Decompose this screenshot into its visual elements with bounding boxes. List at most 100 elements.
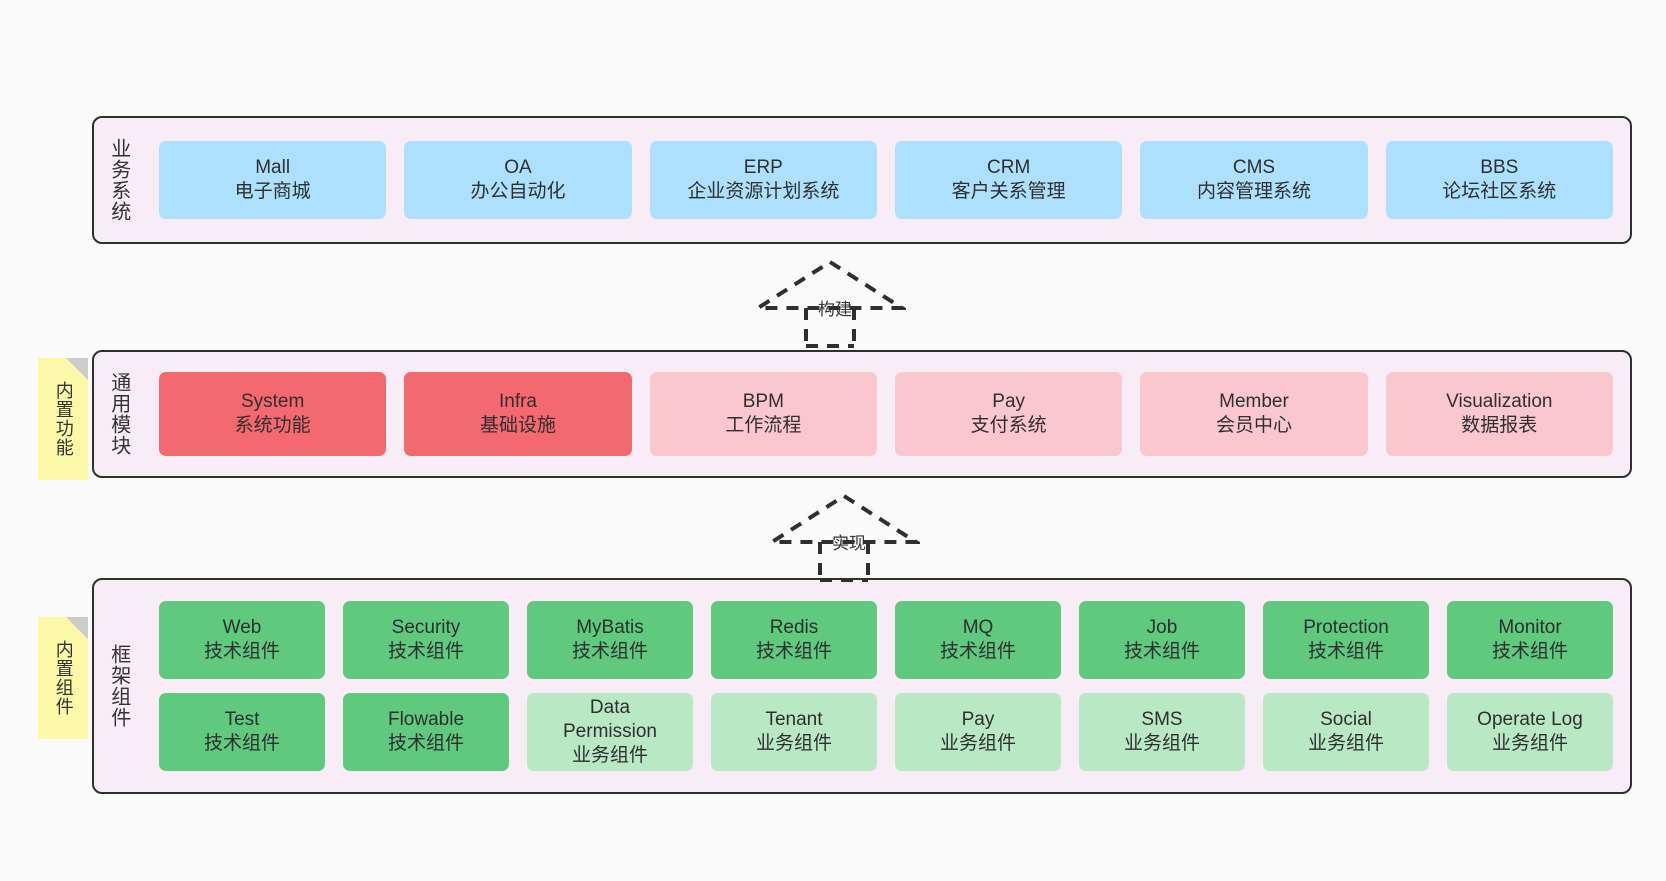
layer-title-common-modules: 通用模块 [107,372,130,456]
card-title: OA [504,156,532,178]
card-tenant[interactable]: Tenant 业务组件 [711,693,877,771]
card-subtitle: 业务组件 [571,745,648,767]
card-title: Redis [769,616,819,638]
card-subtitle: 技术组件 [1491,641,1568,662]
layer-title-business: 业务系统 [107,138,130,222]
card-mq[interactable]: MQ 技术组件 [895,601,1061,679]
layer-framework-components: 框架组件 Web 技术组件 Security 技术组件 MyBatis 技术组件… [92,578,1632,794]
card-subtitle: 技术组件 [571,641,648,662]
card-mall[interactable]: Mall 电子商城 [159,141,387,219]
connector-build-label: 构建 [818,300,852,319]
card-subtitle: 系统功能 [234,415,311,436]
framework-row-business: Test 技术组件 Flowable 技术组件 Data Permission … [150,693,1622,771]
card-security[interactable]: Security 技术组件 [343,601,509,679]
card-subtitle: 技术组件 [387,733,464,754]
card-title: Monitor [1498,616,1562,638]
card-title: Data Permission [563,696,657,742]
card-title: CRM [987,156,1031,178]
card-web[interactable]: Web 技术组件 [159,601,325,679]
card-visualization[interactable]: Visualization 数据报表 [1385,372,1613,456]
card-subtitle: 客户关系管理 [951,181,1066,202]
layer-body-business: Mall 电子商城 OA 办公自动化 ERP 企业资源计划系统 CRM 客户关系… [142,118,1630,242]
card-data-permission[interactable]: Data Permission 业务组件 [527,693,693,771]
card-subtitle: 电子商城 [234,181,311,202]
card-title: SMS [1141,708,1183,730]
implement-arrow-icon [765,493,923,582]
connector-implement: 实现 [765,490,923,582]
sticky-note-builtin-functions: 内置功能 [38,358,88,480]
layer-title-framework-components: 框架组件 [107,644,130,728]
card-job[interactable]: Job 技术组件 [1079,601,1245,679]
card-title: Social [1320,708,1372,730]
card-flowable[interactable]: Flowable 技术组件 [343,693,509,771]
card-subtitle: 技术组件 [755,641,832,662]
card-cms[interactable]: CMS 内容管理系统 [1140,141,1368,219]
build-arrow-icon [751,259,909,348]
card-protection[interactable]: Protection 技术组件 [1263,601,1429,679]
card-title: BPM [742,390,784,412]
card-title: Web [222,616,262,638]
connector-implement-label: 实现 [832,534,866,553]
card-subtitle: 会员中心 [1215,415,1292,436]
card-subtitle: 技术组件 [1307,641,1384,662]
card-subtitle: 技术组件 [939,641,1016,662]
card-title: CMS [1232,156,1276,178]
card-subtitle: 技术组件 [1123,641,1200,662]
layer-body-common-modules: System 系统功能 Infra 基础设施 BPM 工作流程 Pay 支付系统… [142,352,1630,476]
connector-build: 构建 [751,256,909,348]
card-crm[interactable]: CRM 客户关系管理 [894,141,1123,219]
card-title: Pay [992,390,1026,412]
card-subtitle: 支付系统 [970,415,1047,436]
card-subtitle: 办公自动化 [470,181,566,202]
card-title: Operate Log [1477,708,1583,730]
card-erp[interactable]: ERP 企业资源计划系统 [649,141,877,219]
card-subtitle: 基础设施 [479,415,556,436]
framework-row-tech: Web 技术组件 Security 技术组件 MyBatis 技术组件 Redi… [150,601,1622,679]
card-title: Flowable [387,708,465,730]
card-title: Tenant [765,708,823,730]
card-title: Member [1219,390,1289,412]
card-title: MQ [962,616,994,638]
card-title: Job [1146,616,1178,638]
card-title: Infra [498,390,537,412]
card-subtitle: 数据报表 [1461,415,1538,436]
card-redis[interactable]: Redis 技术组件 [711,601,877,679]
card-bbs[interactable]: BBS 论坛社区系统 [1385,141,1613,219]
card-subtitle: 企业资源计划系统 [687,181,840,202]
card-operate-log[interactable]: Operate Log 业务组件 [1447,693,1613,771]
card-subtitle: 论坛社区系统 [1442,181,1557,202]
card-title: MyBatis [576,616,644,638]
card-title: Protection [1303,616,1389,638]
card-oa[interactable]: OA 办公自动化 [404,141,632,219]
card-title: Mall [255,156,291,178]
card-pay-module[interactable]: Pay 支付系统 [894,372,1123,456]
card-title: ERP [743,156,783,178]
card-sms[interactable]: SMS 业务组件 [1079,693,1245,771]
layer-body-framework-components: Web 技术组件 Security 技术组件 MyBatis 技术组件 Redi… [142,580,1630,792]
card-bpm[interactable]: BPM 工作流程 [649,372,877,456]
card-infra[interactable]: Infra 基础设施 [404,372,632,456]
card-social[interactable]: Social 业务组件 [1263,693,1429,771]
card-title: Security [391,616,461,638]
sticky-note-builtin-components: 内置组件 [38,617,88,739]
sticky-note-label: 内置功能 [53,381,74,457]
card-mybatis[interactable]: MyBatis 技术组件 [527,601,693,679]
card-system[interactable]: System 系统功能 [159,372,387,456]
card-title: Test [224,708,260,730]
card-test[interactable]: Test 技术组件 [159,693,325,771]
sticky-note-label: 内置组件 [53,640,74,716]
card-subtitle: 业务组件 [1307,733,1384,754]
card-title: Pay [961,708,995,730]
card-subtitle: 工作流程 [725,415,802,436]
card-subtitle: 业务组件 [1123,733,1200,754]
card-subtitle: 技术组件 [203,641,280,662]
layer-common-modules: 通用模块 System 系统功能 Infra 基础设施 BPM 工作流程 Pay… [92,350,1632,478]
card-subtitle: 业务组件 [1491,733,1568,754]
card-monitor[interactable]: Monitor 技术组件 [1447,601,1613,679]
card-pay-component[interactable]: Pay 业务组件 [895,693,1061,771]
card-title: Visualization [1446,390,1553,412]
card-subtitle: 业务组件 [939,733,1016,754]
card-title: BBS [1480,156,1519,178]
card-subtitle: 技术组件 [387,641,464,662]
card-member[interactable]: Member 会员中心 [1140,372,1368,456]
